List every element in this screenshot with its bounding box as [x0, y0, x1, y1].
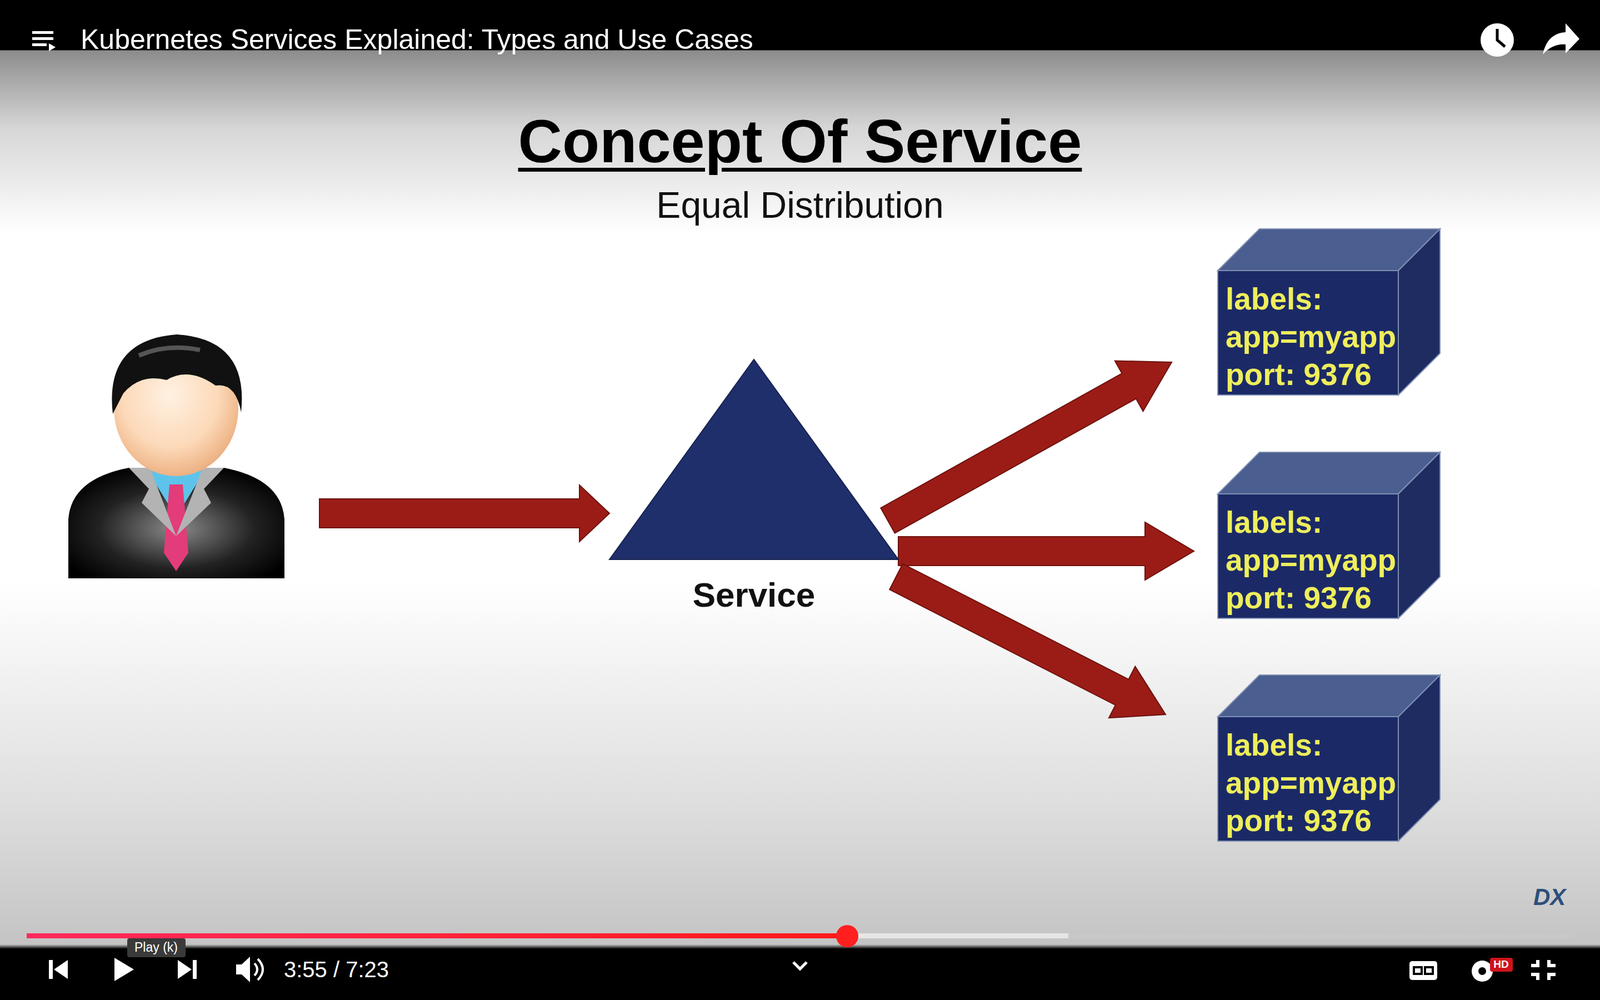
person-icon	[68, 334, 285, 579]
slide-subtitle: Equal Distribution	[656, 183, 944, 228]
progress-buffer	[26, 933, 1069, 939]
distribution-arrow	[898, 522, 1194, 580]
progress-track	[26, 933, 1574, 939]
slide-title: Concept Of Service	[518, 104, 1083, 178]
next-icon	[177, 960, 197, 979]
video-title: Kubernetes Services Explained: Types and…	[80, 22, 754, 57]
service-label: Service	[609, 575, 899, 615]
time-display: 3:55 / 7:23	[283, 956, 389, 983]
fullscreen-exit-icon	[1531, 960, 1556, 980]
pod-label: labels: app=myapp port: 9376	[1225, 726, 1433, 840]
menu-icon	[32, 31, 56, 52]
tooltip-bg	[127, 938, 186, 958]
progress-played	[26, 933, 848, 939]
pod-node: labels: app=myapp port: 9376	[1217, 228, 1440, 396]
distribution-arrow	[880, 361, 1172, 534]
distribution-arrow	[889, 563, 1166, 718]
volume-icon	[236, 956, 263, 983]
pod-label: labels: app=myapp port: 9376	[1225, 280, 1433, 394]
share-icon	[1542, 23, 1580, 55]
clock-icon	[1480, 23, 1514, 57]
previous-icon	[48, 960, 68, 979]
hd-badge: HD	[1493, 958, 1509, 972]
settings-icon	[1471, 957, 1513, 982]
tooltip-text: Play (k)	[134, 940, 178, 956]
cc-icon	[1409, 961, 1438, 980]
progress-knob	[836, 925, 859, 948]
pod-node: labels: app=myapp port: 9376	[1217, 452, 1440, 619]
service-node: Service	[609, 359, 899, 618]
flow-arrow	[319, 485, 610, 542]
chevron-icon	[793, 962, 807, 969]
pod-label: labels: app=myapp port: 9376	[1225, 503, 1433, 617]
watermark: DX	[1533, 883, 1566, 912]
pod-node: labels: app=myapp port: 9376	[1217, 675, 1440, 842]
play-icon	[114, 957, 134, 982]
service-triangle	[609, 359, 899, 561]
